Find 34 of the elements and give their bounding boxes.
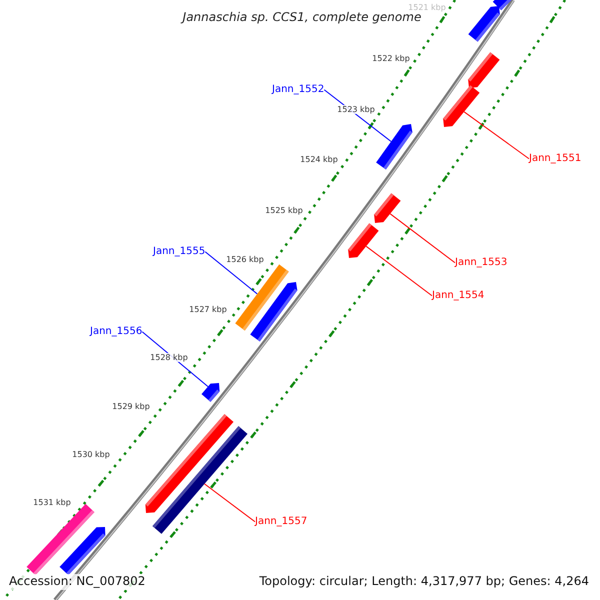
gene-feature: [374, 193, 401, 223]
gene-label: Jann_1554: [432, 290, 484, 302]
gene-feature: [376, 124, 412, 170]
scale-label: 1525 kbp: [265, 206, 303, 216]
leader-line: [390, 213, 456, 264]
scale-label: 1527 kbp: [189, 305, 227, 314]
scale-label: 1523 kbp: [337, 105, 375, 114]
scale-label: 1524 kbp: [300, 155, 338, 164]
gene-label: Jann_1552: [272, 84, 324, 96]
gene-feature: [250, 282, 298, 342]
gene-feature: [468, 6, 500, 42]
gene-label: Jann_1553: [455, 257, 508, 268]
leader-line: [464, 111, 530, 160]
gene-feature: [60, 527, 106, 576]
gene-bar: [152, 426, 248, 534]
leader-line: [204, 251, 258, 294]
gene-feature: [202, 383, 220, 402]
scale-label: 1528 kbp: [150, 353, 188, 362]
gene-label: Jann_1551: [529, 153, 582, 164]
leader-line: [142, 331, 208, 388]
leader-line: [366, 246, 432, 296]
gene-feature: [468, 52, 500, 88]
scale-label: 1521 kbp: [408, 3, 446, 12]
leader-line: [204, 483, 256, 522]
scale-label: 1530 kbp: [72, 450, 110, 460]
scale-label: 1522 kbp: [372, 54, 410, 64]
gene-label: Jann_1556: [90, 326, 142, 338]
scale-label: 1531 kbp: [33, 498, 71, 508]
scale-label: 1526 kbp: [226, 255, 264, 264]
gene-label: Jann_1555: [153, 246, 206, 258]
scale-label: 1529 kbp: [112, 402, 150, 412]
gene-label: Jann_1557: [255, 516, 308, 528]
gene-feature: [443, 85, 480, 127]
gene-feature: [348, 223, 379, 258]
